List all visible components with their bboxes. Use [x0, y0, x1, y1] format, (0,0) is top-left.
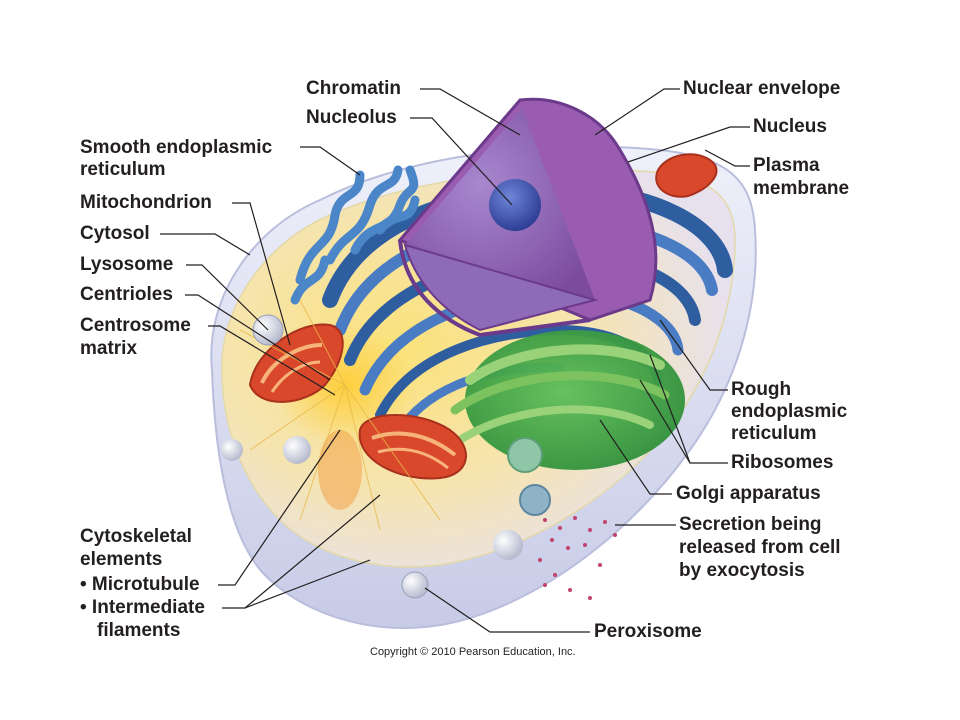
label-secretion-line1: Secretion being — [679, 514, 822, 535]
label-cytosol: Cytosol — [80, 223, 150, 244]
label-nucleolus: Nucleolus — [306, 107, 397, 128]
label-plasma-line1: Plasma — [753, 155, 820, 176]
leader-peroxisome — [424, 587, 590, 633]
label-chromatin: Chromatin — [306, 78, 401, 99]
label-centrosome-line2: matrix — [80, 338, 138, 359]
leader-smooth-er — [300, 146, 361, 176]
nucleolus-shape — [489, 179, 541, 231]
leader-centrioles — [185, 294, 331, 381]
leader-microtubule — [218, 429, 341, 586]
label-intermediate-line1: • Intermediate — [80, 597, 205, 618]
leader-nucleus — [627, 126, 750, 163]
leader-mitochondrion — [232, 202, 291, 346]
nucleus-shape — [397, 97, 658, 338]
label-rough-er-line2: endoplasmic — [731, 401, 848, 422]
label-microtubule: • Microtubule — [80, 574, 200, 595]
mitochondrion-shape-lower — [358, 414, 467, 480]
leader-intermediate-b — [244, 559, 371, 609]
label-peroxisome: Peroxisome — [594, 621, 702, 642]
leader-chromatin — [420, 88, 521, 136]
leader-cytosol — [160, 233, 251, 256]
secretion-particles — [538, 516, 617, 600]
label-lysosome: Lysosome — [80, 254, 174, 275]
label-golgi: Golgi apparatus — [676, 483, 821, 504]
label-plasma-line2: membrane — [753, 178, 850, 199]
leader-golgi — [599, 419, 672, 495]
label-nucleus: Nucleus — [753, 116, 827, 137]
label-mitochondrion: Mitochondrion — [80, 192, 212, 213]
mitochondrion-shape-right — [655, 153, 718, 198]
copyright-notice: Copyright © 2010 Pearson Education, Inc. — [370, 646, 576, 658]
label-nuclear-envelope: Nuclear envelope — [683, 78, 841, 99]
peroxisome-shape — [401, 571, 429, 599]
label-ribosomes: Ribosomes — [731, 452, 834, 473]
label-centrosome-line1: Centrosome — [80, 315, 191, 336]
mitochondrion-shape-left — [248, 323, 344, 403]
leader-centrosome — [208, 325, 336, 396]
label-rough-er-line3: reticulum — [731, 423, 817, 444]
label-cytoskeletal-line2: elements — [80, 549, 163, 570]
label-secretion-line3: by exocytosis — [679, 560, 805, 581]
leader-ribosomes-b — [639, 379, 691, 464]
leader-lines — [160, 88, 750, 633]
label-cytoskeletal-line1: Cytoskeletal — [80, 526, 192, 547]
label-secretion-line2: released from cell — [679, 537, 841, 558]
smooth-er-shape — [290, 165, 420, 305]
label-smooth-er-line1: Smooth endoplasmic — [80, 137, 273, 158]
leader-lysosome — [186, 264, 269, 331]
label-smooth-er-line2: reticulum — [80, 159, 166, 180]
label-intermediate-line2: filaments — [97, 620, 181, 641]
golgi-shape — [450, 330, 685, 516]
label-centrioles: Centrioles — [80, 284, 173, 305]
leader-nucleolus — [410, 117, 513, 206]
leader-nuclear-envelope — [594, 88, 680, 136]
leader-rough-er — [659, 319, 728, 391]
label-rough-er-line1: Rough — [731, 379, 792, 400]
leader-plasma-membrane — [704, 149, 750, 167]
vesicles — [221, 314, 523, 599]
